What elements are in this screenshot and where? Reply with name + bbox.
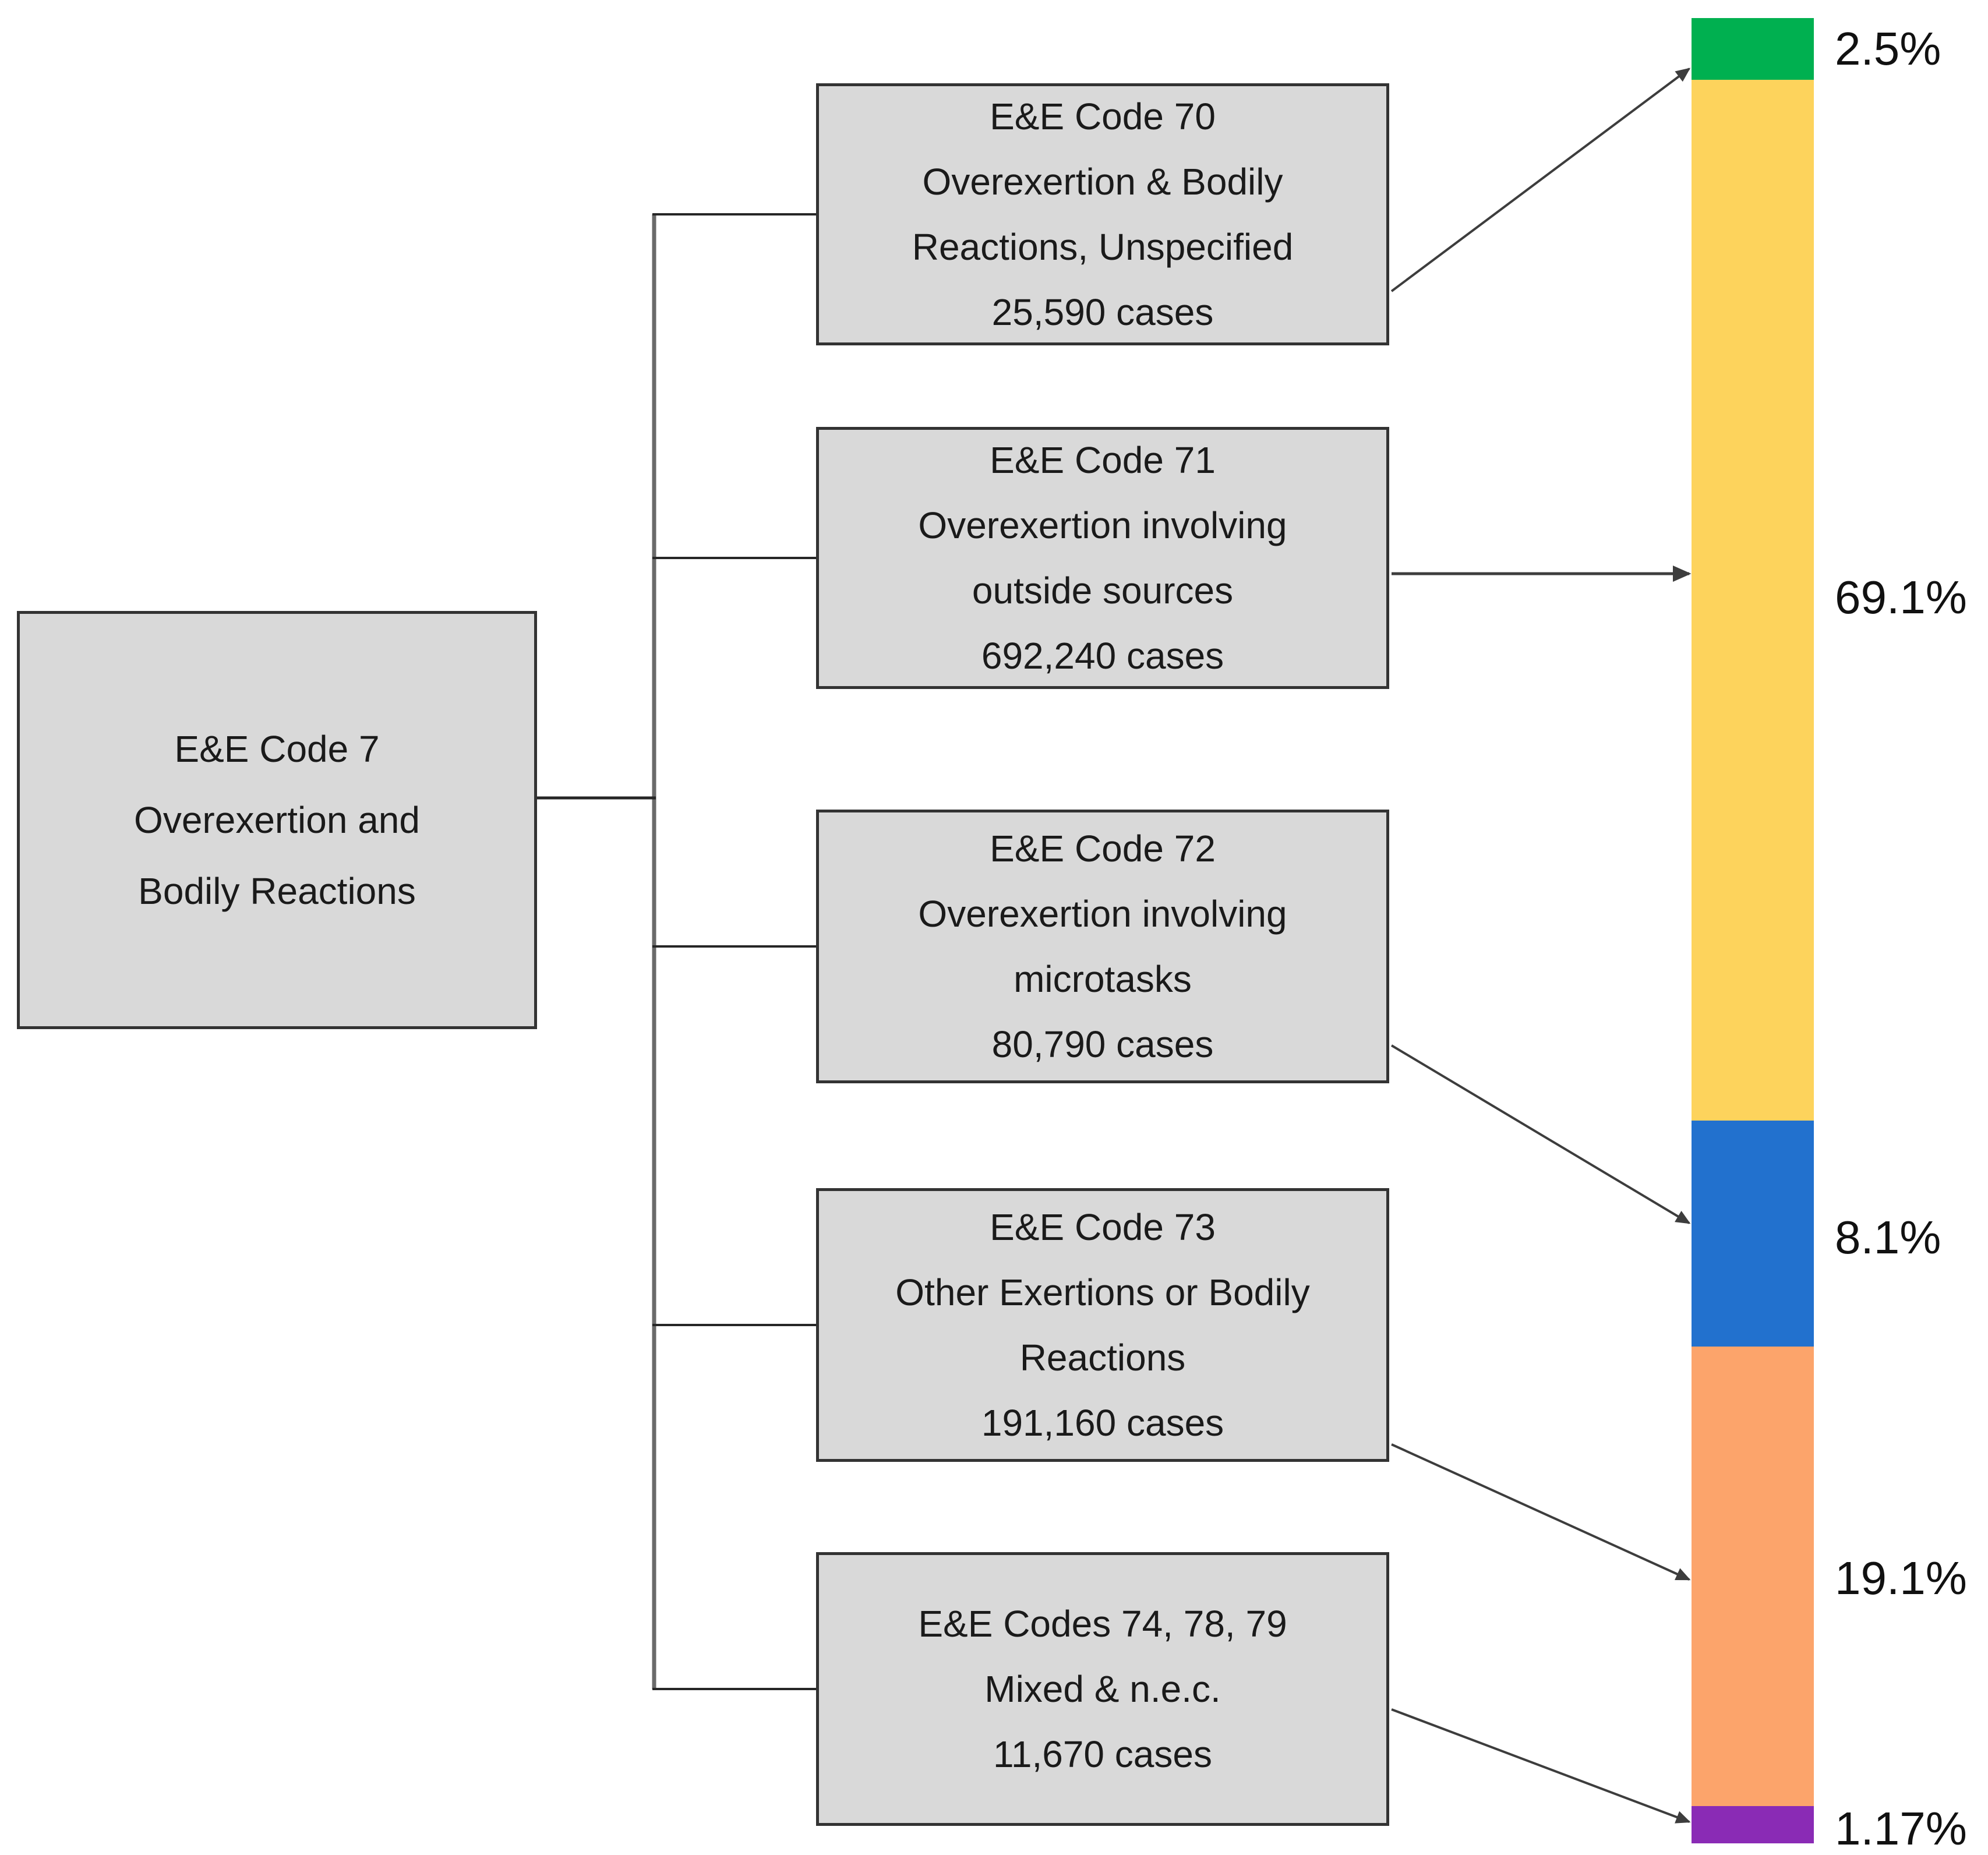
node-box-code73: E&E Code 73 Other Exertions or Bodily Re… xyxy=(816,1188,1389,1462)
node-box-code70: E&E Code 70 Overexertion & Bodily Reacti… xyxy=(816,83,1389,345)
root-box-line: E&E Code 7 xyxy=(174,728,380,770)
node-box-text: E&E Code 72 Overexertion involving micro… xyxy=(819,816,1386,1077)
node-box-text: E&E Code 73 Other Exertions or Bodily Re… xyxy=(819,1195,1386,1455)
percent-label-4: 19.1% xyxy=(1835,1552,1967,1604)
bar-segment-3 xyxy=(1692,1121,1814,1347)
node-box-line: Overexertion involving xyxy=(918,893,1287,935)
leader-line-code70 xyxy=(1390,68,1691,292)
node-box-text: E&E Code 71 Overexertion involving outsi… xyxy=(819,427,1386,688)
node-box-line: Overexertion involving xyxy=(918,504,1287,546)
node-box-code71: E&E Code 71 Overexertion involving outsi… xyxy=(816,427,1389,689)
bar-segment-1 xyxy=(1692,18,1814,80)
percent-label-2: 69.1% xyxy=(1835,571,1967,623)
node-box-line: E&E Code 71 xyxy=(990,439,1216,481)
node-box-line: 191,160 cases xyxy=(981,1402,1224,1444)
node-box-line: 25,590 cases xyxy=(991,291,1214,333)
leader-line-codes74-78-79 xyxy=(1391,1708,1691,1824)
root-box-line: Overexertion and xyxy=(134,799,420,841)
node-box-text: E&E Code 70 Overexertion & Bodily Reacti… xyxy=(819,84,1386,345)
root-box-text: E&E Code 7 Overexertion and Bodily React… xyxy=(20,713,534,927)
node-box-line: Reactions xyxy=(1019,1337,1186,1379)
node-box-line: 11,670 cases xyxy=(993,1733,1212,1775)
percent-label-3: 8.1% xyxy=(1835,1211,1941,1263)
node-box-line: E&E Code 73 xyxy=(990,1206,1216,1248)
node-box-line: E&E Codes 74, 78, 79 xyxy=(918,1603,1287,1645)
node-box-line: E&E Code 70 xyxy=(990,96,1216,137)
root-box-line: Bodily Reactions xyxy=(138,870,416,912)
percent-label-1: 2.5% xyxy=(1835,23,1941,75)
root-box: E&E Code 7 Overexertion and Bodily React… xyxy=(17,611,537,1029)
node-box-codes74-78-79: E&E Codes 74, 78, 79 Mixed & n.e.c. 11,6… xyxy=(816,1552,1389,1826)
leader-line-code72 xyxy=(1390,1044,1691,1224)
node-box-line: outside sources xyxy=(972,570,1234,612)
stacked-bar xyxy=(1692,18,1814,1843)
node-box-line: E&E Code 72 xyxy=(990,828,1216,870)
percent-label-5: 1.17% xyxy=(1835,1803,1967,1854)
node-box-code72: E&E Code 72 Overexertion involving micro… xyxy=(816,810,1389,1083)
node-box-line: Overexertion & Bodily xyxy=(922,161,1283,203)
node-box-line: Mixed & n.e.c. xyxy=(984,1668,1221,1710)
bar-segment-5 xyxy=(1692,1806,1814,1843)
bar-segment-2 xyxy=(1692,80,1814,1121)
leader-line-code73 xyxy=(1391,1443,1691,1581)
node-box-line: Reactions, Unspecified xyxy=(912,226,1294,268)
node-box-line: Other Exertions or Bodily xyxy=(895,1271,1310,1313)
node-box-line: 80,790 cases xyxy=(991,1023,1214,1065)
bar-segment-4 xyxy=(1692,1347,1814,1806)
node-box-line: 692,240 cases xyxy=(981,635,1224,677)
node-box-line: microtasks xyxy=(1014,958,1192,1000)
node-box-text: E&E Codes 74, 78, 79 Mixed & n.e.c. 11,6… xyxy=(819,1591,1386,1787)
